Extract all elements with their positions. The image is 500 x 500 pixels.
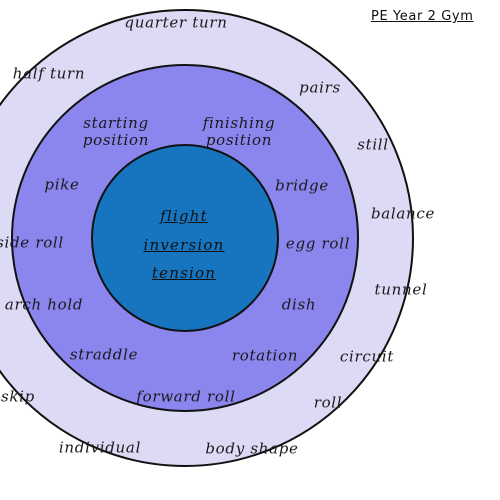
- outer-word-half-turn: half turn: [12, 64, 86, 83]
- outer-word-body-shape: body shape: [205, 439, 299, 458]
- middle-word-side-roll: side roll: [0, 233, 64, 252]
- core-word-flight: flight: [160, 207, 208, 225]
- middle-word-dish: dish: [281, 295, 317, 314]
- outer-word-balance: balance: [370, 204, 436, 223]
- middle-word-egg-roll: egg roll: [285, 234, 351, 253]
- outer-word-individual: individual: [58, 438, 142, 457]
- page-title: PE Year 2 Gym: [371, 9, 474, 24]
- outer-word-pairs: pairs: [299, 78, 341, 97]
- middle-word-finishing-position: finishing position: [202, 114, 276, 149]
- outer-word-quarter-turn: quarter turn: [124, 13, 228, 32]
- core-word-tension: tension: [151, 264, 217, 282]
- outer-word-roll: roll: [313, 393, 343, 412]
- core-circle: [91, 144, 279, 332]
- middle-word-straddle: straddle: [69, 345, 139, 364]
- core-word-inversion: inversion: [143, 236, 225, 254]
- outer-word-still: still: [357, 135, 389, 154]
- middle-word-forward-roll: forward roll: [136, 387, 236, 406]
- outer-word-circuit: circuit: [339, 347, 395, 366]
- middle-word-arch-hold: arch hold: [4, 295, 84, 314]
- middle-word-bridge: bridge: [275, 176, 329, 195]
- middle-word-starting-position: starting position: [82, 114, 150, 149]
- middle-word-pike: pike: [44, 175, 80, 194]
- outer-word-skip: skip: [1, 387, 35, 406]
- middle-word-rotation: rotation: [231, 346, 299, 365]
- outer-word-tunnel: tunnel: [374, 280, 428, 299]
